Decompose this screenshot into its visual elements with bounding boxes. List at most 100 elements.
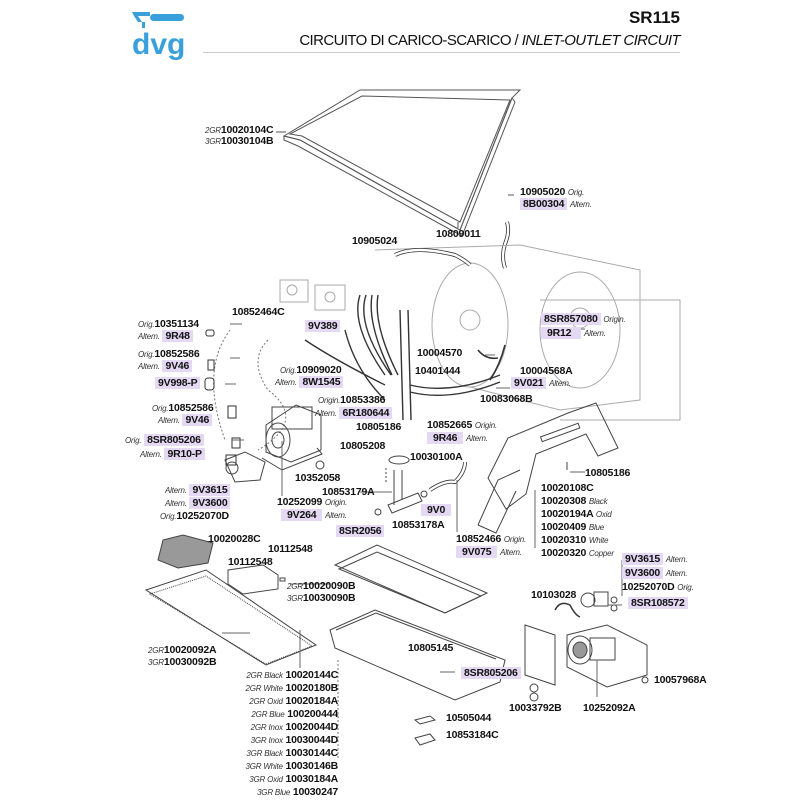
part-label-elbow-a: 10401444 [415, 365, 461, 377]
part-label-tube-center-alt: Altern. 6R180644 [315, 407, 393, 420]
part-label-screw-top: 10809011 [436, 228, 481, 240]
header-rule [203, 52, 680, 53]
part-label-pump-left-a2: Altern. 9V3600 [165, 497, 231, 510]
drain-tee-part [374, 455, 428, 516]
part-label-clip: 10505044 [446, 712, 492, 724]
tray-variant: 3GR White 10030146B [245, 760, 338, 772]
tray-variant: 3GR Blue 10030247 [257, 786, 338, 798]
frame-variant: 10020320 Copper [541, 547, 614, 559]
part-label-hose-9v389: 9V389 [305, 320, 341, 332]
tray-variant: 3GR Inox 10030044D [250, 734, 339, 746]
part-label-cap: 10853184C [446, 729, 499, 741]
part-label-rotary-pump: 10252092A [583, 702, 636, 714]
part-label-pad-b: 10112548 [228, 556, 273, 568]
part-label-foot: 10057968A [654, 674, 707, 686]
part-label-nut-small-alt: 9R46 Altern. [427, 432, 488, 445]
part-label-plate-fitting: 10033792B [509, 702, 562, 714]
grille-part [144, 569, 318, 666]
title-italian: CIRCUITO DI CARICO-SCARICO [299, 32, 511, 49]
part-label-pipe-t2: 10853178A [392, 519, 445, 531]
part-label-grille-2gr: 2GR10020092A [148, 644, 217, 656]
part-label-nut-small-orig: 10852665 Origin. [427, 419, 498, 431]
part-label-screw-right: 10805186 [585, 467, 631, 479]
frame-variant: 10020409 Blue [541, 521, 605, 533]
part-label-right-pump-o: 10252070D Orig. [622, 581, 694, 593]
part-label-tray-nut: 8SR805206 [461, 667, 521, 679]
part-label-pipe-b: 10004568A [520, 365, 573, 377]
frame-variant: 10020310 White [541, 534, 609, 546]
part-label-right-fit-orig: 8SR857080 Origin. [541, 313, 626, 326]
pump-part [224, 404, 323, 483]
part-label-inner-tray-3gr: 3GR10030090B [287, 592, 356, 604]
part-label-nut-9v021: 9V021 Altern. [511, 377, 571, 390]
fittings-left-part [204, 329, 241, 466]
small-pump-part [580, 591, 618, 612]
part-label-pump-left-a1: Altern. 9V3615 [165, 484, 231, 497]
part-label-inner-tray-2gr: 2GR10020090B [287, 580, 356, 592]
part-label-left-r3: Orig.10852586 [138, 348, 200, 360]
part-label-pipe-t: 10853179A [322, 486, 375, 498]
part-label-pump-motor-alt: 9V264 Altern. [281, 509, 347, 522]
logo-text: dvg [132, 28, 185, 60]
title-english: INLET-OUTLET CIRCUIT [521, 32, 681, 49]
part-label-pump-motor-orig: 10252099 Origin. [277, 496, 348, 508]
page-title: CIRCUITO DI CARICO-SCARICO / INLET-OUTLE… [299, 32, 680, 49]
part-label-pad-a: 10112548 [268, 543, 313, 555]
title-separator: / [514, 32, 519, 49]
part-label-pin: 10805208 [340, 440, 386, 452]
part-label-left-r2: Altern. 9R48 [138, 330, 193, 343]
part-label-drip-tray-3gr: 3GR10030104B [205, 135, 274, 147]
tray-variants-list: 2GR Black 10020144C 2GR White 10020180B … [200, 669, 338, 799]
part-label-hose-drain-alt: 9V075 Altern. [456, 546, 522, 559]
frame-bracket-part [477, 402, 619, 534]
part-label-left-r9: Altern. 9R10-P [140, 448, 205, 461]
frame-variant: 10020308 Black [541, 495, 608, 507]
drip-tray-grid-part [282, 89, 522, 237]
part-label-left-r7: Altern. 9V46 [158, 414, 213, 427]
part-label-right-pump-a2: 9V3600 Altern. [622, 567, 688, 580]
part-label-ring: 8SR2056 [336, 525, 385, 537]
inner-tray-part [333, 544, 489, 614]
part-label-pipe-a: 10004570 [417, 347, 463, 359]
part-label-elbow-b: 10083068B [480, 393, 533, 405]
part-label-pump-base: 10352058 [295, 472, 341, 484]
tray-variant: 2GR White 10020180B [245, 682, 338, 694]
part-label-right-pump-nut: 8SR108572 [628, 597, 688, 609]
tray-variant: 3GR Black 10030144C [246, 747, 338, 759]
part-label-tube-mid-alt: Altern. 8W1545 [275, 376, 344, 389]
leader-lines [222, 323, 623, 697]
tray-variant: 2GR Oxid 10020184A [249, 695, 338, 707]
part-label-left-r8: Orig. 8SR805206 [125, 434, 204, 447]
part-label-right-fit-alt: 9R12 Altern. [541, 327, 606, 340]
model-code: SR115 [628, 8, 680, 27]
cup-grid-part [157, 534, 214, 569]
part-label-fitting-a: 10852464C [232, 306, 285, 318]
part-label-cup-grid: 10020028C [208, 533, 261, 545]
outer-tray-part [329, 609, 506, 701]
part-label-screw-mid: 10805186 [356, 421, 402, 433]
frame-variant: 10020194A Oxid [541, 508, 612, 520]
part-label-left-r4: Altern. 9V46 [138, 360, 193, 373]
rotary-pump-part [524, 624, 648, 688]
tray-variant: 2GR Black 10020144C [246, 669, 338, 681]
part-label-tray-screw: 10805145 [408, 642, 454, 654]
boiler-part [374, 244, 681, 421]
part-label-hose-right-alt: 8B00304 Altern. [520, 198, 592, 211]
frame-variants-list: 10020108C 10020308 Black 10020194A Oxid … [541, 482, 614, 560]
part-label-hose-boiler: 10905024 [352, 235, 398, 247]
part-label-nut-9v0: 9V0 [421, 504, 452, 516]
dvg-logo: dvg [132, 12, 185, 60]
pad-part [227, 564, 279, 595]
tray-variant: 2GR Inox 10020044D [250, 721, 339, 733]
part-label-cable: 10103028 [531, 589, 577, 601]
part-label-left-r5: 9V998-P [155, 377, 201, 389]
part-label-right-pump-a1: 9V3615 Altern. [622, 553, 688, 566]
part-label-pump-left-o: Orig.10252070D [160, 510, 229, 522]
part-label-funnel: 10030100A [410, 451, 463, 463]
tubes-part [304, 294, 501, 421]
part-label-hose-right-orig: 10905020 Orig. [520, 186, 585, 198]
part-label-left-r6: Orig.10852586 [152, 402, 214, 414]
frame-variant: 10020108C [541, 482, 594, 494]
solenoid-valves-part [279, 279, 346, 311]
